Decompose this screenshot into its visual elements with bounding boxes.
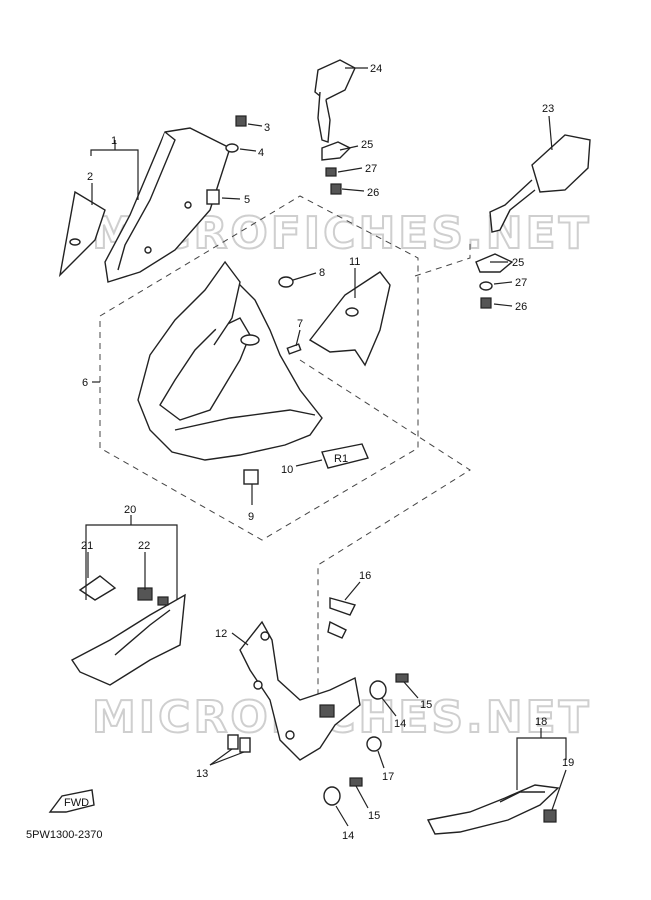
under-panel-part [70,575,186,686]
callout-3: 3 [264,122,270,134]
dashed-leader-cowling [299,359,471,700]
emblem-part: R1 [321,443,369,469]
callout-26a: 26 [367,187,379,199]
callout-25a: 25 [361,139,373,151]
mirror-right-part [475,134,591,309]
callout-27b: 27 [515,277,527,289]
callout-15a: 15 [420,699,432,711]
side-panel-part [308,271,391,367]
collar-part [366,736,382,752]
callout-16: 16 [359,570,371,582]
grommet-part [286,343,302,355]
forward-arrow-icon: FWD [48,789,95,813]
callout-23: 23 [542,103,554,115]
bolt-part [235,115,247,127]
stay-bolt-part [327,597,357,639]
callout-1: 1 [111,135,117,147]
callout-2: 2 [87,171,93,183]
callout-17: 17 [382,771,394,783]
block-part [239,737,251,753]
callout-14a: 14 [394,718,406,730]
washer-part [225,143,239,153]
inner-panel-part [58,190,106,278]
diagram-code: 5PW1300-2370 [26,829,102,841]
callout-22: 22 [138,540,150,552]
callout-27a: 27 [365,163,377,175]
callout-25b: 25 [512,257,524,269]
washer-part-8 [278,276,294,288]
callout-numbers: 1 2 3 4 5 6 7 8 9 10 11 12 13 14 14 15 1… [81,63,574,842]
callout-10: 10 [281,464,293,476]
callout-12: 12 [215,628,227,640]
callout-14b: 14 [342,830,354,842]
leader-lines [85,67,567,827]
windscreen-part [104,127,231,283]
callout-26b: 26 [515,301,527,313]
fwd-label: FWD [64,797,89,809]
callout-7: 7 [297,318,303,330]
callout-5: 5 [244,194,250,206]
callout-11: 11 [349,256,360,268]
callout-8: 8 [319,267,325,279]
damper-part [369,680,387,700]
emblem-text: R1 [334,453,348,465]
callout-20: 20 [124,504,136,516]
clip-part [243,469,259,485]
nut-part [206,189,220,205]
callout-24: 24 [370,63,382,75]
callout-18: 18 [535,716,547,728]
dashed-leader-mirror [414,242,471,277]
callout-19: 19 [562,757,574,769]
callout-21: 21 [81,540,93,552]
upper-cowling-part [137,260,323,461]
mirror-left-part [314,59,356,195]
callout-13: 13 [196,768,208,780]
bolt-part-15b [349,777,363,787]
callout-15b: 15 [368,810,380,822]
lower-panel-part [426,784,560,835]
bolt-part-15 [395,673,409,683]
callout-4: 4 [258,147,264,159]
cowling-assembly-outline [99,195,419,541]
callout-6: 6 [82,377,88,389]
damper-part [323,786,341,806]
block-part [227,734,239,750]
cowling-stay-part [239,620,361,761]
callout-9: 9 [248,511,254,523]
